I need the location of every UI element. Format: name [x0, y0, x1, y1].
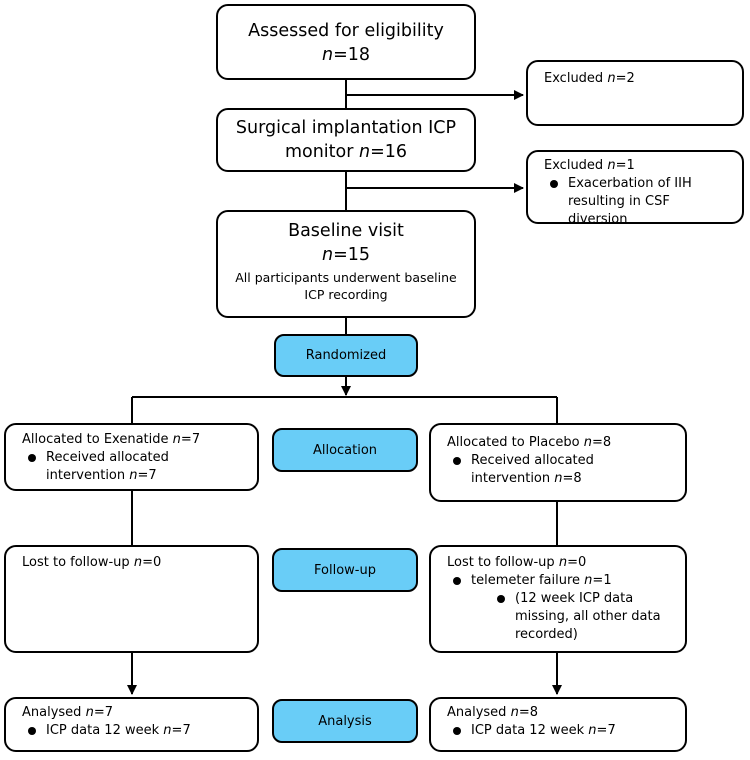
placebo-analysis-box: Analysed n=8 ICP data 12 week n=7 [429, 697, 687, 752]
placebo-failure-bullet: telemeter failure n=1 [447, 572, 675, 590]
baseline-box: Baseline visit n=15 All participants und… [216, 210, 476, 318]
randomized-box: Randomized [274, 334, 418, 377]
placebo-lost-text: Lost to follow-up n=0 [447, 555, 587, 570]
placebo-followup-box: Lost to follow-up n=0 telemeter failure … [429, 545, 687, 653]
analysis-stage: Analysis [272, 699, 418, 743]
placebo-allocated-text: Allocated to Placebo n=8 [447, 435, 612, 450]
assessed-count: n=18 [321, 45, 371, 65]
exenatide-allocation-box: Allocated to Exenatide n=7 Received allo… [4, 423, 259, 491]
exenatide-icp-bullet: ICP data 12 week n=7 [22, 722, 247, 740]
exenatide-lost-text: Lost to follow-up n=0 [22, 555, 162, 570]
baseline-title: Baseline visit [288, 221, 404, 241]
excluded-2-text: Excluded n=1 [544, 158, 635, 173]
assessed-title: Assessed for eligibility [248, 21, 444, 41]
followup-stage: Follow-up [272, 548, 418, 592]
baseline-count: n=15 [321, 245, 371, 265]
placebo-icp-bullet: ICP data 12 week n=7 [447, 722, 675, 740]
exenatide-analysed-text: Analysed n=7 [22, 705, 114, 720]
placebo-analysed-text: Analysed n=8 [447, 705, 539, 720]
excluded-box-1: Excluded n=2 [526, 60, 744, 126]
exenatide-analysis-box: Analysed n=7 ICP data 12 week n=7 [4, 697, 259, 752]
exenatide-allocated-text: Allocated to Exenatide n=7 [22, 432, 201, 447]
allocation-stage: Allocation [272, 428, 418, 472]
exenatide-followup-box: Lost to follow-up n=0 [4, 545, 259, 653]
assessed-box: Assessed for eligibility n=18 [216, 4, 476, 80]
placebo-allocation-box: Allocated to Placebo n=8 Received alloca… [429, 423, 687, 502]
excluded-1-text: Excluded n=2 [544, 71, 635, 86]
